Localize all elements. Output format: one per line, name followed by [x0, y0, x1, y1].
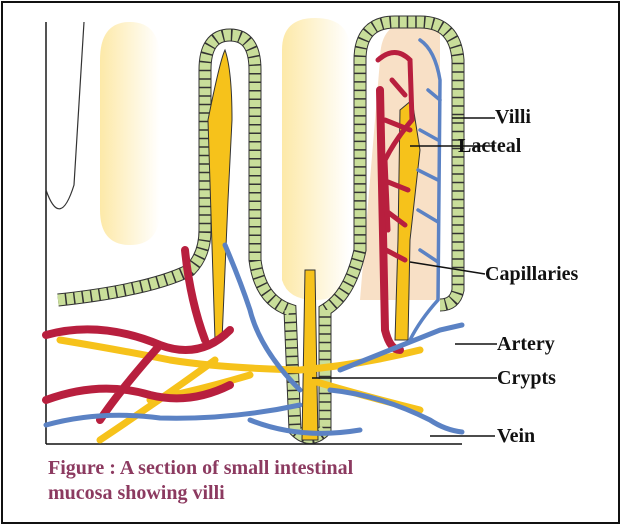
label-vein: Vein: [497, 426, 535, 446]
figure-caption: Figure : A section of small intestinal m…: [48, 456, 353, 506]
label-artery: Artery: [497, 334, 555, 354]
label-lacteal: Lacteal: [458, 136, 521, 156]
left-villus-outline: [46, 22, 84, 209]
caption-line-1: Figure : A section of small intestinal: [48, 456, 353, 481]
caption-line-2: mucosa showing villi: [48, 481, 353, 506]
villus-core-2: [282, 18, 350, 300]
villus-core-1: [100, 22, 160, 245]
lacteal-left: [208, 50, 232, 340]
lacteal-trunk: [302, 270, 318, 440]
label-crypts: Crypts: [497, 368, 556, 388]
label-capillaries: Capillaries: [485, 264, 578, 284]
label-villi: Villi: [495, 107, 531, 127]
